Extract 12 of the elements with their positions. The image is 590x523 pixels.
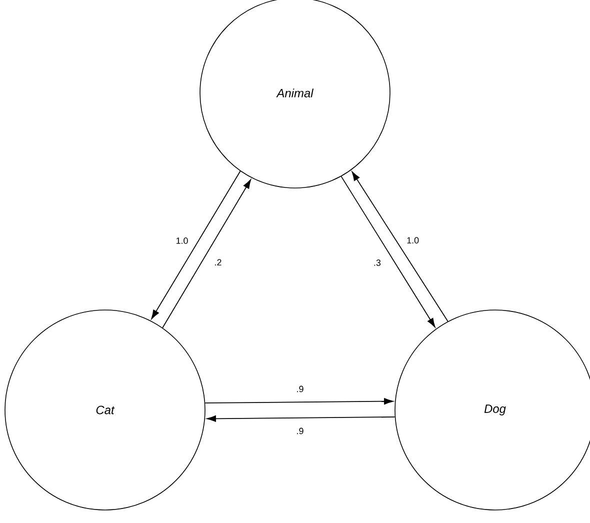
edge-label: 1.0 <box>174 236 190 245</box>
edge-label: .9 <box>295 384 305 394</box>
arrow <box>204 398 394 405</box>
edge-label: 1.0 <box>406 236 420 244</box>
edge-label: .9 <box>295 426 305 436</box>
arrow <box>151 170 241 320</box>
edge-label: .2 <box>213 258 223 266</box>
arrow <box>206 415 396 422</box>
arrow <box>352 172 448 322</box>
arrow <box>162 179 252 328</box>
arrow <box>340 176 436 328</box>
edge-label: .3 <box>372 258 382 267</box>
